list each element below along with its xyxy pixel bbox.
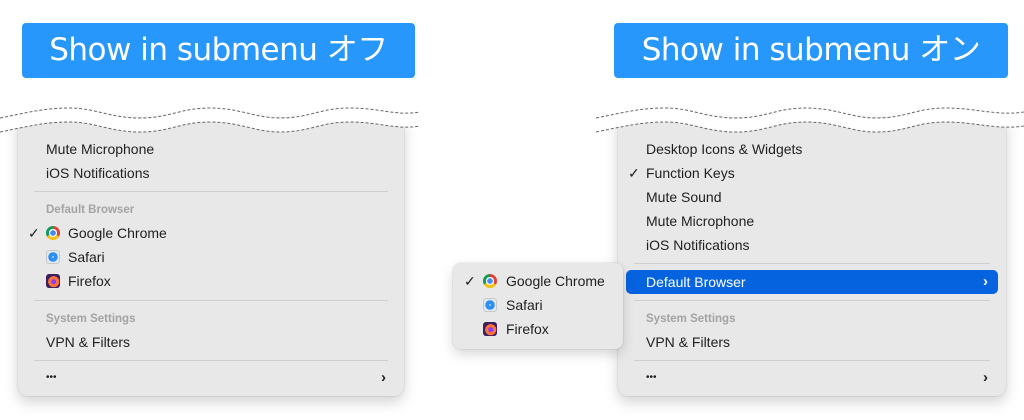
chevron-right-icon: › bbox=[381, 369, 386, 386]
section-header-system-settings: System Settings bbox=[626, 307, 998, 331]
menu-item-label: VPN & Filters bbox=[46, 334, 131, 350]
menu-item-label: iOS Notifications bbox=[46, 165, 150, 181]
separator bbox=[634, 263, 990, 264]
right-menu: Desktop Icons & Widgets ✓ Function Keys … bbox=[618, 118, 1006, 396]
checkmark-icon: ✓ bbox=[628, 165, 640, 181]
safari-icon bbox=[46, 250, 60, 264]
menu-item-label: Function Keys bbox=[646, 165, 735, 181]
checkmark-icon: ✓ bbox=[28, 225, 40, 241]
menu-item-more[interactable]: ••• › bbox=[26, 366, 396, 390]
menu-item-label: Mute Sound bbox=[646, 189, 722, 205]
menu-item-label: Google Chrome bbox=[68, 225, 167, 241]
separator bbox=[34, 191, 388, 192]
separator bbox=[634, 360, 990, 361]
torn-edge-left bbox=[0, 107, 420, 133]
menu-item-label: Mute Microphone bbox=[646, 213, 755, 229]
submenu-item-safari[interactable]: Safari bbox=[459, 293, 617, 317]
section-header-label: System Settings bbox=[646, 313, 736, 325]
label-submenu-off: Show in submenu オフ bbox=[22, 23, 415, 78]
menu-item-ios-notifications[interactable]: iOS Notifications bbox=[26, 161, 396, 185]
separator bbox=[634, 300, 990, 301]
menu-item-mute-microphone[interactable]: Mute Microphone bbox=[626, 209, 998, 233]
separator bbox=[34, 300, 388, 301]
menu-item-ios-notifications[interactable]: iOS Notifications bbox=[626, 233, 998, 257]
menu-item-label: Google Chrome bbox=[506, 273, 605, 289]
menu-item-label: Firefox bbox=[506, 321, 549, 337]
menu-item-mute-sound[interactable]: Mute Sound bbox=[626, 185, 998, 209]
menu-item-label: Safari bbox=[506, 297, 543, 313]
menu-item-label: iOS Notifications bbox=[646, 237, 750, 253]
menu-item-label: VPN & Filters bbox=[646, 334, 731, 350]
menu-item-label: Mute Microphone bbox=[46, 141, 155, 157]
section-header-label: Default Browser bbox=[46, 204, 135, 216]
chrome-icon bbox=[483, 274, 497, 288]
label-submenu-on: Show in submenu オン bbox=[614, 23, 1008, 78]
more-ellipsis-icon: ••• bbox=[646, 372, 657, 383]
menu-item-label: Desktop Icons & Widgets bbox=[646, 141, 803, 157]
section-header-system-settings: System Settings bbox=[26, 307, 396, 331]
menu-item-desktop-icons-widgets[interactable]: Desktop Icons & Widgets bbox=[626, 137, 998, 161]
firefox-icon bbox=[46, 274, 60, 288]
checkmark-icon: ✓ bbox=[464, 273, 476, 289]
menu-item-vpn-filters[interactable]: VPN & Filters bbox=[26, 330, 396, 354]
firefox-icon bbox=[483, 322, 497, 336]
chevron-right-icon: › bbox=[983, 273, 988, 290]
more-ellipsis-icon: ••• bbox=[46, 372, 57, 383]
menu-item-more[interactable]: ••• › bbox=[626, 366, 998, 390]
chrome-icon bbox=[46, 226, 60, 240]
default-browser-submenu: ✓ Google Chrome Safari Firefox bbox=[453, 263, 623, 349]
menu-item-label: Default Browser bbox=[646, 274, 746, 290]
chevron-right-icon: › bbox=[983, 369, 988, 386]
left-menu: Mute Microphone iOS Notifications Defaul… bbox=[18, 118, 404, 396]
menu-item-google-chrome[interactable]: ✓ Google Chrome bbox=[26, 221, 396, 245]
torn-edge-right bbox=[596, 107, 1024, 133]
section-header-label: System Settings bbox=[46, 313, 136, 325]
menu-item-vpn-filters[interactable]: VPN & Filters bbox=[626, 330, 998, 354]
submenu-item-firefox[interactable]: Firefox bbox=[459, 317, 617, 341]
menu-item-label: Firefox bbox=[68, 273, 111, 289]
menu-item-default-browser[interactable]: Default Browser › bbox=[626, 270, 998, 294]
menu-item-label: Safari bbox=[68, 249, 105, 265]
menu-item-mute-microphone[interactable]: Mute Microphone bbox=[26, 137, 396, 161]
submenu-item-google-chrome[interactable]: ✓ Google Chrome bbox=[459, 269, 617, 293]
menu-item-function-keys[interactable]: ✓ Function Keys bbox=[626, 161, 998, 185]
section-header-default-browser: Default Browser bbox=[26, 198, 396, 222]
menu-item-firefox[interactable]: Firefox bbox=[26, 269, 396, 293]
safari-icon bbox=[483, 298, 497, 312]
separator bbox=[34, 360, 388, 361]
menu-item-safari[interactable]: Safari bbox=[26, 245, 396, 269]
